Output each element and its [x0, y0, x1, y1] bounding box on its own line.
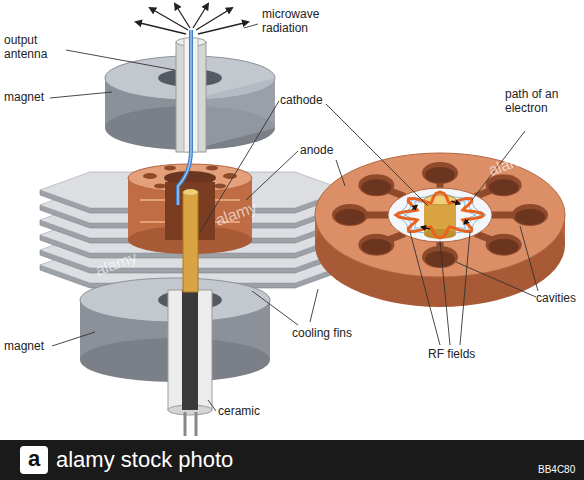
- ceramic-base-part: [195, 412, 198, 436]
- leader-lines-part: [456, 262, 536, 297]
- part-label: magnet: [4, 340, 44, 354]
- electron-path-part: [396, 192, 484, 238]
- electron-path: [396, 192, 484, 238]
- leader-lines-part: [326, 104, 428, 206]
- leader-lines-part: [252, 291, 298, 325]
- anode-block-part: [214, 184, 226, 189]
- cavity-holes-part: [361, 239, 391, 255]
- leader-lines-part: [66, 50, 175, 70]
- logo-box: [20, 446, 48, 474]
- cavity-holes-part: [486, 234, 522, 256]
- ceramic-base-part: [184, 412, 187, 436]
- part-label: cavities: [536, 292, 576, 306]
- ceramic-base: [168, 290, 212, 436]
- leader-lines-part: [410, 232, 440, 345]
- anode-ring: [315, 153, 565, 307]
- cavity-holes: [332, 162, 548, 268]
- leader-lines-part: [52, 332, 95, 346]
- rf-field-lines: [394, 191, 486, 239]
- output-antenna: [176, 30, 206, 205]
- cavity-holes-part: [358, 234, 394, 256]
- image-id: BB4C80: [538, 464, 575, 476]
- anode-block-part: [164, 166, 176, 171]
- part-label: output antenna: [4, 34, 64, 62]
- radiation-arrows-part: [198, 22, 248, 34]
- cavity-holes-part: [335, 209, 365, 225]
- footer-text: alamy stock photo: [56, 447, 233, 472]
- logo-letter: a: [20, 446, 48, 472]
- cavity-holes-part: [512, 204, 548, 226]
- leader-lines-part: [520, 226, 538, 291]
- anode-ring-part: [315, 153, 565, 277]
- electron-path-part: [464, 219, 469, 224]
- part-label: microwave radiation: [262, 8, 328, 36]
- watermark: alamy: [213, 198, 259, 230]
- anode-block-part: [143, 173, 157, 179]
- leader-lines-part: [200, 101, 279, 232]
- cathode-rod-part: [183, 189, 198, 195]
- cavity-holes-part: [489, 179, 519, 195]
- leader-lines-part: [460, 232, 470, 345]
- radiation-arrows-part: [150, 8, 188, 30]
- cathode-rod-part: [183, 192, 198, 292]
- electron-path-part: [421, 227, 430, 230]
- leader-lines-part: [336, 160, 345, 186]
- ceramic-base-part: [182, 290, 198, 410]
- cavity-holes-part: [422, 162, 458, 184]
- footer-bar: [0, 440, 584, 480]
- cavity-holes-part: [425, 251, 455, 267]
- leader-lines-part: [50, 92, 112, 98]
- output-antenna-part: [178, 30, 191, 205]
- part-label: RF fields: [428, 348, 475, 362]
- part-label: path of an electron: [505, 88, 577, 116]
- part-label: magnet: [4, 91, 44, 105]
- anode-block-part: [206, 166, 218, 171]
- radiation-arrows-part: [175, 4, 190, 28]
- cavity-holes-part: [515, 209, 545, 225]
- cavity-holes-part: [489, 239, 519, 255]
- radiation-arrows: [136, 4, 248, 34]
- leader-lines-part: [246, 151, 298, 200]
- cavity-holes-part: [361, 179, 391, 195]
- cathode-rod: [183, 189, 198, 292]
- part-label: ceramic: [218, 405, 260, 419]
- watermark: alamy: [93, 248, 139, 280]
- cavity-holes-part: [422, 246, 458, 268]
- anode-block-part: [154, 184, 166, 189]
- output-antenna-part: [178, 30, 191, 205]
- part-label: cooling fins: [292, 327, 352, 341]
- electron-path-part: [412, 205, 417, 209]
- leader-lines: [50, 24, 538, 411]
- leader-lines-part: [440, 241, 450, 345]
- leader-lines-part: [310, 289, 318, 322]
- cavity-holes-part: [358, 174, 394, 196]
- watermark: alamy: [486, 148, 532, 180]
- electron-path-part: [451, 201, 460, 204]
- ceramic-base-part: [168, 290, 212, 410]
- cavity-holes-part: [332, 204, 368, 226]
- part-label: anode: [300, 144, 333, 158]
- cavity-holes-part: [425, 167, 455, 183]
- part-label: cathode: [280, 94, 323, 108]
- anode-ring-part: [388, 188, 492, 242]
- leader-lines-part: [244, 24, 258, 28]
- leader-lines-part: [208, 400, 216, 411]
